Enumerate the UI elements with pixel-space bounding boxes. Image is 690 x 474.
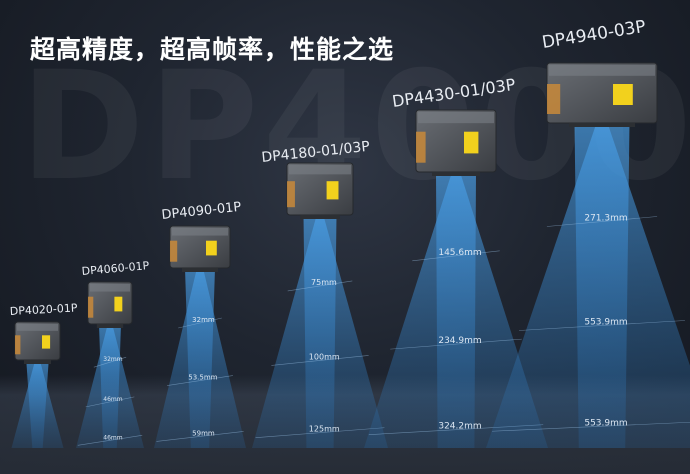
model-label: DP4060-01P	[81, 259, 150, 278]
measurement-line	[412, 250, 500, 262]
measurement-line	[77, 435, 143, 446]
housing-accent	[287, 181, 295, 208]
warning-label	[206, 240, 217, 256]
laser-beam	[76, 324, 121, 448]
measurement-label: 100mm	[309, 352, 340, 361]
model-label: DP4090-01P	[161, 200, 242, 223]
model-label: DP4430-01/03P	[391, 75, 517, 111]
warning-label	[326, 181, 339, 200]
housing-top	[90, 284, 130, 292]
laser-beam	[252, 215, 337, 448]
measurement-label: 32mm	[103, 356, 122, 363]
housing-top	[17, 324, 58, 331]
measurement-label: 324.2mm	[438, 422, 481, 432]
housing-accent	[15, 335, 21, 355]
measurement-label: 553.9mm	[584, 418, 627, 428]
housing-mount	[300, 215, 340, 219]
housing-mount	[432, 172, 480, 176]
housing-mount	[96, 324, 124, 328]
housing-accent	[170, 240, 178, 262]
housing-mount	[569, 123, 635, 127]
laser-beam	[486, 123, 630, 448]
measurement-line	[178, 317, 222, 329]
measurement-line	[167, 375, 233, 386]
measurement-line	[255, 427, 385, 438]
product-4: DP4180-01/03P 75mm 100mm 125mm	[252, 139, 388, 448]
measurement-line	[287, 280, 353, 292]
measurement-label: 59mm	[192, 429, 215, 437]
laser-beam	[364, 172, 476, 448]
warning-label	[613, 84, 633, 105]
measurement-line	[93, 356, 127, 368]
product-2: DP4060-01P 32mm 46mm 46mm	[76, 259, 150, 448]
measurement-label: 75mm	[311, 278, 337, 287]
measurement-label: 46mm	[103, 396, 122, 403]
warning-label	[114, 296, 123, 312]
measurement-line	[519, 320, 685, 331]
housing-accent	[416, 131, 426, 163]
measurement-label: 271.3mm	[584, 214, 627, 224]
measurement-label: 125mm	[309, 425, 340, 434]
warning-label	[464, 131, 479, 154]
measurement-line	[271, 355, 369, 366]
model-label: DP4020-01P	[9, 301, 78, 318]
measurement-label: 53.5mm	[188, 374, 217, 382]
housing-top	[418, 112, 494, 124]
measurement-label: 145.6mm	[438, 248, 481, 258]
measurement-label: 32mm	[192, 316, 215, 324]
housing-accent	[88, 296, 94, 318]
measurement-line	[390, 338, 522, 350]
measurement-label: 46mm	[103, 434, 122, 441]
housing-mount	[24, 360, 51, 364]
housing-top	[172, 228, 228, 236]
housing-top	[289, 165, 351, 175]
measurement-line	[85, 396, 135, 408]
measurement-line	[156, 431, 244, 442]
measurement-line	[492, 421, 690, 432]
laser-beam	[154, 268, 215, 448]
product-3: DP4090-01P 32mm 53.5mm 59mm	[154, 200, 246, 448]
product-6: DP4940-03P 271.3mm 553.9mm 553.9mm	[486, 17, 690, 448]
housing-top	[549, 65, 655, 76]
housing-mount	[182, 268, 218, 272]
model-label: DP4180-01/03P	[261, 139, 371, 166]
model-label: DP4940-03P	[541, 17, 647, 53]
laser-beam	[11, 360, 49, 448]
product-1: DP4020-01P	[9, 301, 78, 448]
measurement-label: 553.9mm	[584, 318, 627, 328]
housing-accent	[547, 84, 561, 114]
headline: 超高精度，超高帧率，性能之选	[30, 35, 395, 64]
measurement-line	[546, 216, 658, 227]
warning-label	[42, 335, 51, 349]
measurement-label: 234.9mm	[438, 336, 481, 346]
